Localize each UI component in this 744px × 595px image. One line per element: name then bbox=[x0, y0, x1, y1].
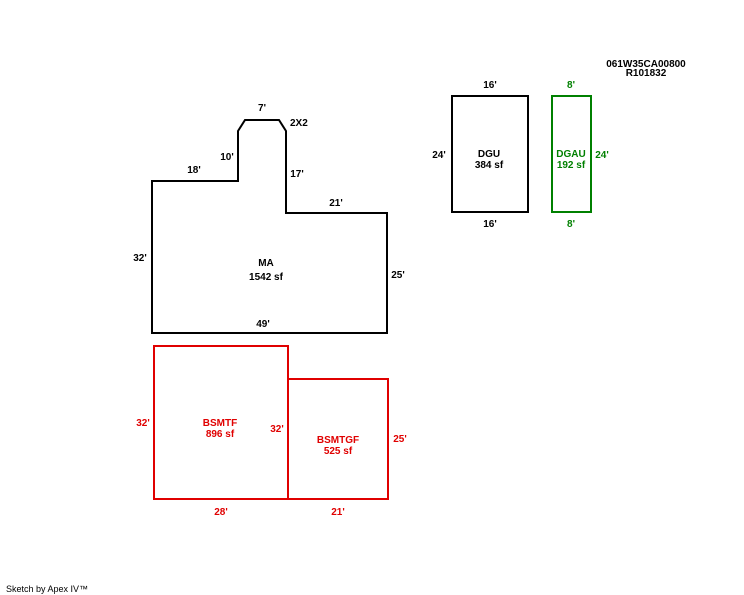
bsmtgf-dim-right: 25' bbox=[393, 434, 407, 445]
bsmtgf-dim-bottom: 21' bbox=[331, 507, 345, 518]
dgu-sqft: 384 sf bbox=[475, 160, 504, 171]
bsmtf-dim-right: 32' bbox=[270, 424, 284, 435]
ma-area: 7' 2X2 10' 18' 17' 21' 32' 25' 49' MA 15… bbox=[133, 103, 405, 334]
ma-outline bbox=[151, 119, 388, 334]
dgu-dim-bottom: 16' bbox=[483, 219, 497, 230]
dgau-dim-top: 8' bbox=[567, 80, 575, 91]
dgu-dim-top: 16' bbox=[483, 80, 497, 91]
bsmtf-sqft: 896 sf bbox=[206, 429, 235, 440]
ma-code: MA bbox=[258, 258, 274, 269]
dgau-dim-right: 24' bbox=[595, 150, 609, 161]
ma-dim-cap: 7' bbox=[258, 103, 266, 114]
ma-dim-right-top: 21' bbox=[329, 198, 343, 209]
record-number: R101832 bbox=[626, 68, 667, 79]
ma-dim-right-step: 17' bbox=[290, 169, 304, 180]
dgau-area: 8' 8' 24' DGAU 192 sf bbox=[551, 80, 609, 230]
dgau-dim-bottom: 8' bbox=[567, 219, 575, 230]
bsmtf-code: BSMTF bbox=[203, 418, 237, 429]
bsmtf-dim-left: 32' bbox=[136, 418, 150, 429]
bsmtf-area: 32' 32' 28' BSMTF 896 sf bbox=[136, 345, 289, 518]
bsmtgf-area: 25' 21' BSMTGF 525 sf bbox=[287, 378, 407, 518]
ma-cap-note: 2X2 bbox=[290, 118, 308, 129]
parcel-id: 061W35CA00800 bbox=[606, 59, 686, 70]
ma-dim-left-step: 10' bbox=[220, 152, 234, 163]
dgau-outline bbox=[551, 95, 592, 213]
sketch-credit: Sketch by Apex IV™ bbox=[6, 584, 88, 594]
dgu-dim-left: 24' bbox=[432, 150, 446, 161]
ma-sqft: 1542 sf bbox=[249, 272, 284, 283]
ma-dim-left-top: 18' bbox=[187, 165, 201, 176]
ma-dim-right: 25' bbox=[391, 270, 405, 281]
ma-dim-left: 32' bbox=[133, 253, 147, 264]
dgu-area: 16' 16' 24' DGU 384 sf bbox=[432, 80, 529, 230]
dgau-code: DGAU bbox=[556, 149, 585, 160]
ma-dim-bottom: 49' bbox=[256, 319, 270, 330]
bsmtgf-code: BSMTGF bbox=[317, 435, 359, 446]
dgau-sqft: 192 sf bbox=[557, 160, 586, 171]
bsmtgf-outline bbox=[287, 378, 389, 500]
bsmtf-dim-bottom: 28' bbox=[214, 507, 228, 518]
dgu-outline bbox=[451, 95, 529, 213]
bsmtgf-sqft: 525 sf bbox=[324, 446, 353, 457]
dgu-code: DGU bbox=[478, 149, 500, 160]
